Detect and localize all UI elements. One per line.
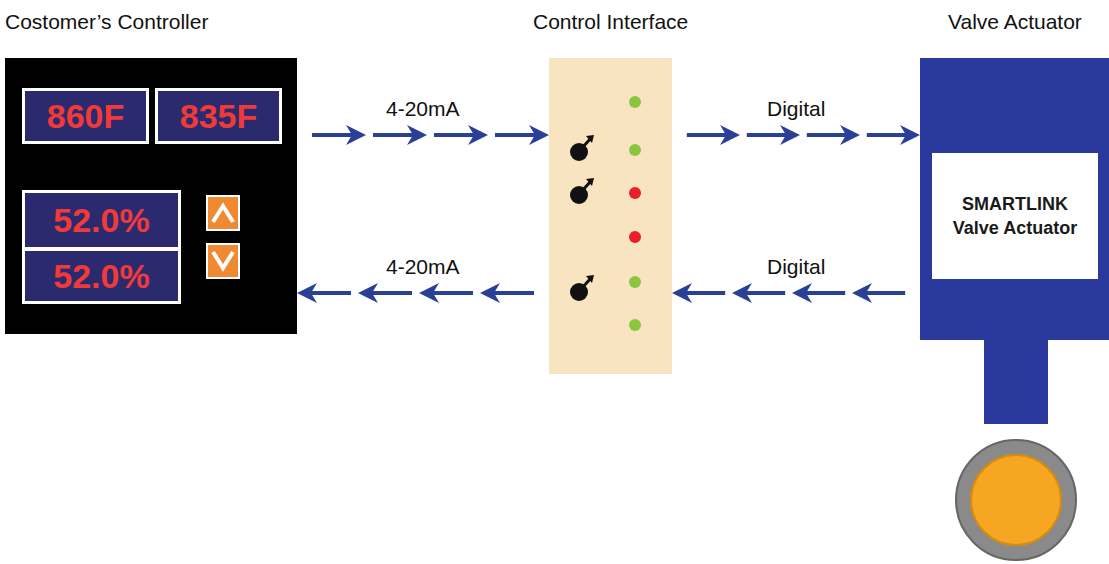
heading-text: Control Interface xyxy=(533,10,688,34)
arrow-segment xyxy=(484,291,534,295)
indicator-layer xyxy=(549,58,672,374)
arrow-segment xyxy=(495,133,545,137)
up-button xyxy=(207,196,239,230)
arrow-segment xyxy=(736,291,785,295)
node-text: 52.0% xyxy=(53,201,149,240)
actuator-nameplate: SMARTLINK Valve Actuator xyxy=(932,153,1098,279)
status-led xyxy=(629,276,641,288)
signal-label: Digital xyxy=(765,97,827,121)
node-text: 835F xyxy=(180,97,258,136)
actuator-housing: Valve ActuatorSMARTLINK Valve Actuator xyxy=(920,58,1109,340)
arrow-segment xyxy=(434,133,484,137)
arrow-segment xyxy=(867,133,916,137)
percent-display: 52.0% xyxy=(22,248,181,304)
interface-band: Control Interface xyxy=(549,58,672,374)
switch-tip xyxy=(586,275,594,283)
temperature-display: 860F xyxy=(22,88,149,144)
controller-panel: Costomer’s Controller860F835F52.0%52.0% xyxy=(5,58,297,334)
node-text: 52.0% xyxy=(53,257,149,296)
switch-icon xyxy=(570,135,594,161)
signal-arrow xyxy=(687,135,916,136)
arrow-segment xyxy=(796,291,845,295)
arrow-segment xyxy=(856,291,905,295)
signal-label: 4-20mA xyxy=(384,97,462,121)
down-button xyxy=(207,244,239,278)
arrow-segment xyxy=(301,291,351,295)
arrow-segment xyxy=(362,291,412,295)
status-led xyxy=(629,231,641,243)
node-text: 860F xyxy=(47,97,125,136)
arrow-segment xyxy=(423,291,473,295)
switch-tip xyxy=(586,178,594,186)
percent-display: 52.0% xyxy=(22,190,181,250)
status-led xyxy=(629,96,641,108)
temperature-display: 835F xyxy=(155,88,282,144)
signal-label: Digital xyxy=(765,255,827,279)
arrow-segment xyxy=(687,133,736,137)
heading-text: Costomer’s Controller xyxy=(5,10,208,34)
node-text: SMARTLINK Valve Actuator xyxy=(940,192,1090,241)
switch-icon xyxy=(570,275,594,301)
arrow-segment xyxy=(312,133,362,137)
signal-label: 4-20mA xyxy=(384,255,462,279)
status-led xyxy=(629,144,641,156)
valve-body xyxy=(956,338,1076,560)
status-led xyxy=(629,319,641,331)
heading-text: Valve Actuator xyxy=(948,10,1082,34)
up-chevron xyxy=(213,206,233,222)
valve-ring xyxy=(956,440,1076,560)
status-led xyxy=(629,187,641,199)
switch-tip xyxy=(586,135,594,143)
arrow-segment xyxy=(676,291,725,295)
arrow-segment xyxy=(747,133,796,137)
arrow-segment xyxy=(373,133,423,137)
signal-arrow xyxy=(676,293,905,294)
arrow-segment xyxy=(807,133,856,137)
signal-arrow xyxy=(301,293,534,294)
valve-stem xyxy=(984,338,1048,424)
switch-icon xyxy=(570,178,594,204)
signal-arrow xyxy=(312,135,545,136)
down-chevron xyxy=(213,252,233,268)
valve-disc xyxy=(971,455,1061,545)
